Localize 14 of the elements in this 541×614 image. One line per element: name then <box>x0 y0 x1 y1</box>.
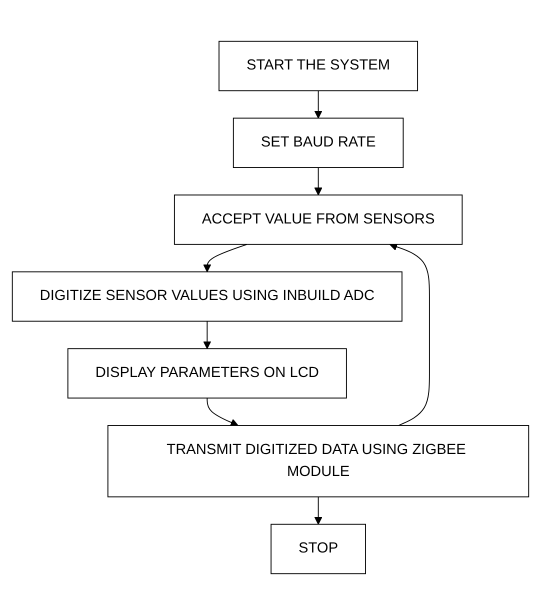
node-box: DISPLAY PARAMETERS ON LCD <box>67 348 347 398</box>
node-box: ACCEPT VALUE FROM SENSORS <box>174 194 463 244</box>
arrow <box>314 166 322 195</box>
arrow <box>389 242 430 426</box>
node-box: TRANSMIT DIGITIZED DATA USING ZIGBEE MODULE <box>107 424 530 497</box>
arrow <box>314 496 322 524</box>
arrow <box>206 397 238 426</box>
node-box: DIGITIZE SENSOR VALUES USING INBUILD ADC <box>12 270 402 322</box>
arrow <box>203 243 248 272</box>
node-box: STOP <box>270 523 366 574</box>
arrow <box>314 90 322 118</box>
arrow <box>203 320 212 349</box>
node-box: START THE SYSTEM <box>218 40 418 91</box>
node-box: SET BAUD RATE <box>232 117 404 168</box>
